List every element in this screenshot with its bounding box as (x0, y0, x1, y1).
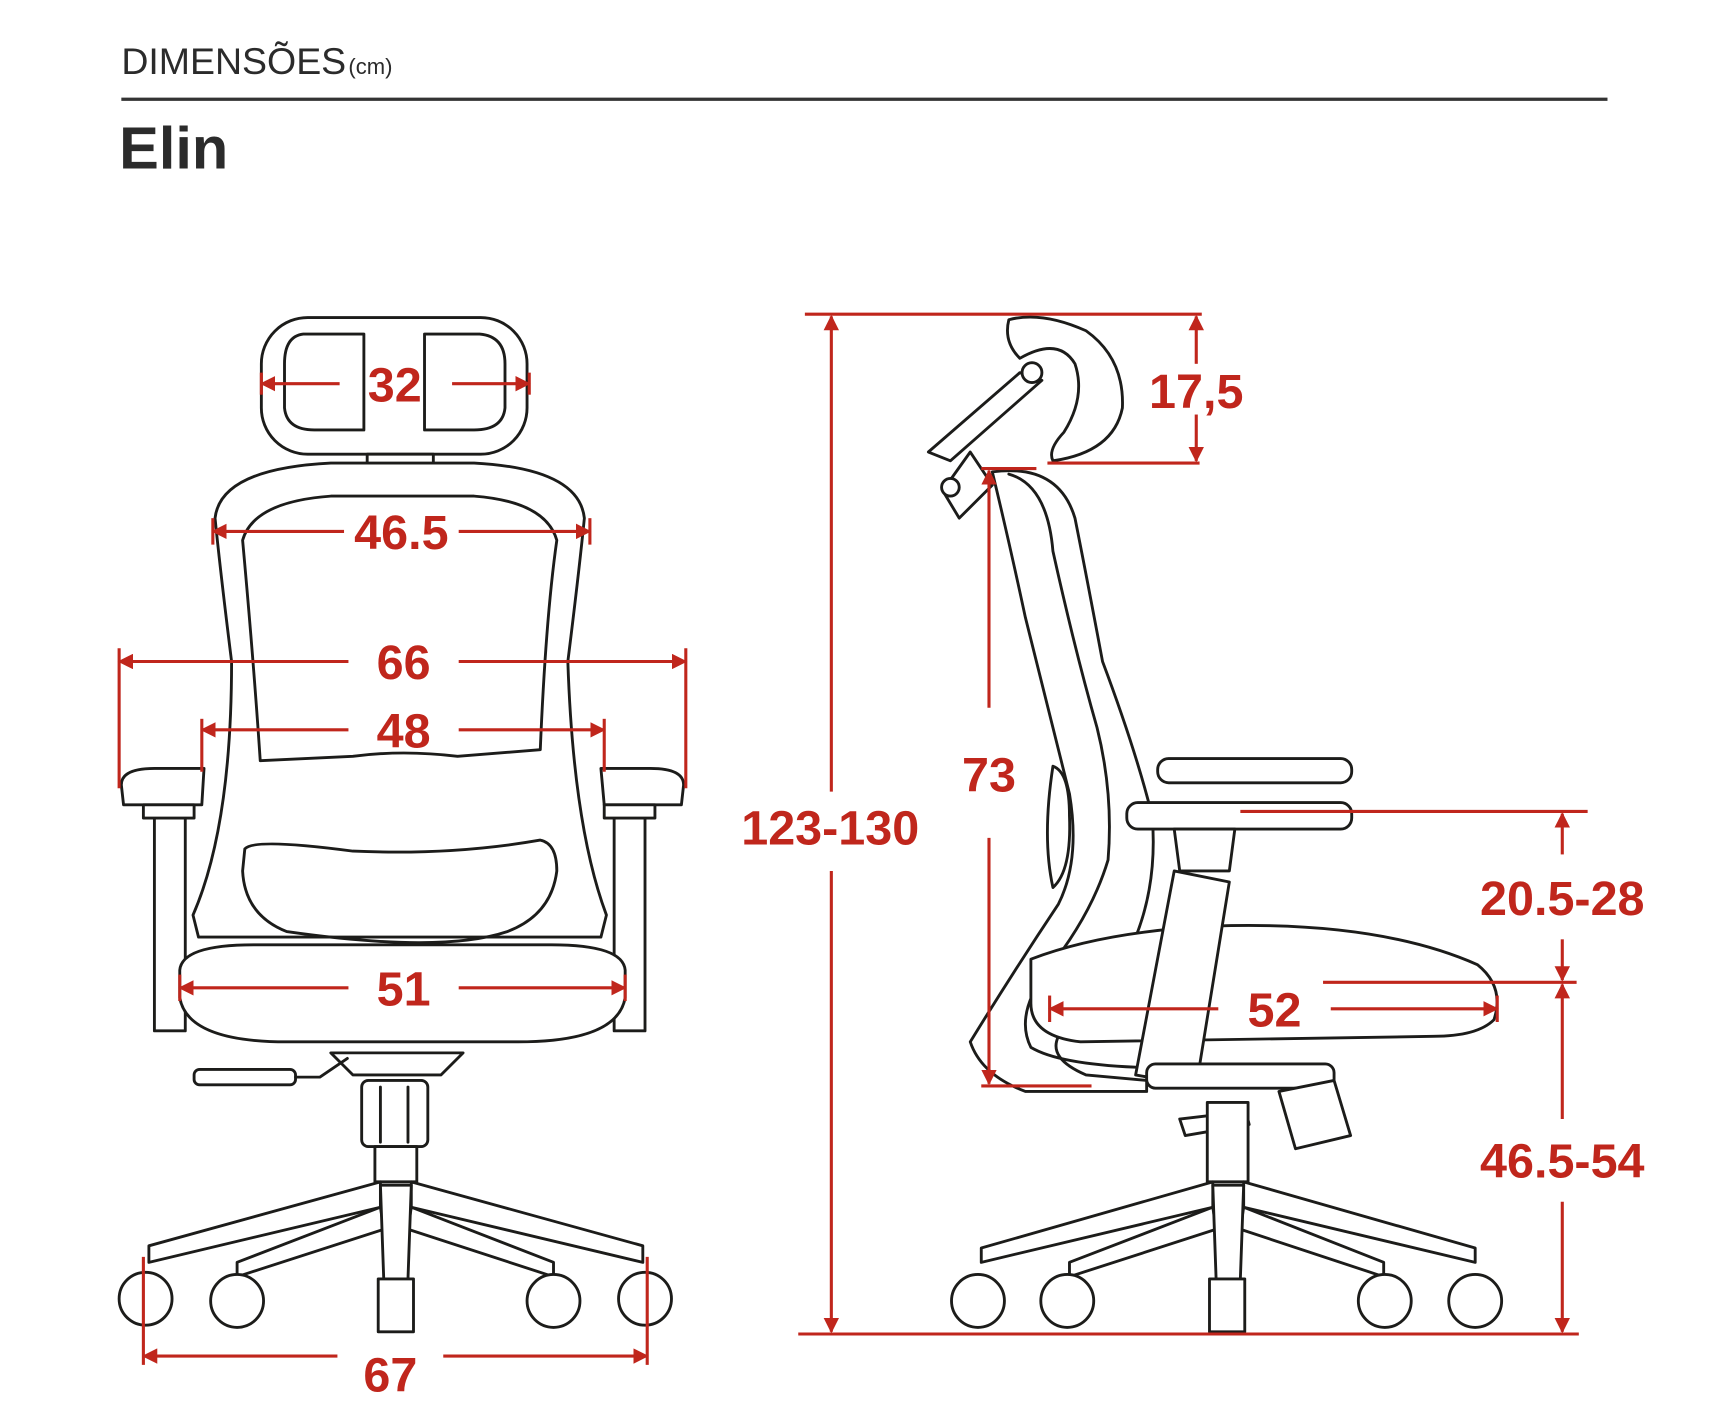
dimension-backrest-width: 46.5 (211, 506, 592, 560)
product-name: Elin (119, 115, 228, 182)
label-overall-width: 66 (377, 636, 431, 690)
dimension-inner-width: 48 (200, 704, 606, 772)
dimension-headrest-width: 32 (259, 358, 531, 412)
label-armrest-height: 20.5-28 (1480, 872, 1645, 926)
section-title: DIMENSÕES (121, 40, 346, 82)
dimension-seat-depth: 52 (1048, 983, 1499, 1037)
label-total-height: 123-130 (741, 802, 919, 856)
label-base-width: 67 (363, 1348, 417, 1402)
label-backrest-width: 46.5 (354, 506, 448, 560)
dimension-headrest-height: 17,5 (1047, 314, 1249, 465)
label-seat-height: 46.5-54 (1480, 1134, 1645, 1188)
dimension-total-height: 123-130 (741, 314, 919, 1334)
label-seat-depth: 52 (1248, 983, 1302, 1037)
side-view-chair-illustration (926, 315, 1504, 1334)
dimension-overall-width: 66 (117, 636, 688, 789)
dimension-armrest-height: 20.5-28 (1240, 809, 1645, 984)
label-seat-width: 51 (377, 962, 431, 1016)
label-backrest-height: 73 (962, 749, 1016, 803)
label-headrest-height: 17,5 (1149, 365, 1243, 419)
dimension-base-width: 67 (141, 1256, 649, 1402)
label-inner-width: 48 (377, 704, 431, 758)
dimension-seat-height: 46.5-54 (1480, 982, 1645, 1334)
label-headrest-width: 32 (368, 358, 422, 412)
front-view-chair-illustration (117, 316, 686, 1334)
dimension-seat-width: 51 (178, 962, 627, 1016)
dimension-backrest-height: 73 (962, 467, 1092, 1088)
unit-label: (cm) (348, 54, 392, 79)
